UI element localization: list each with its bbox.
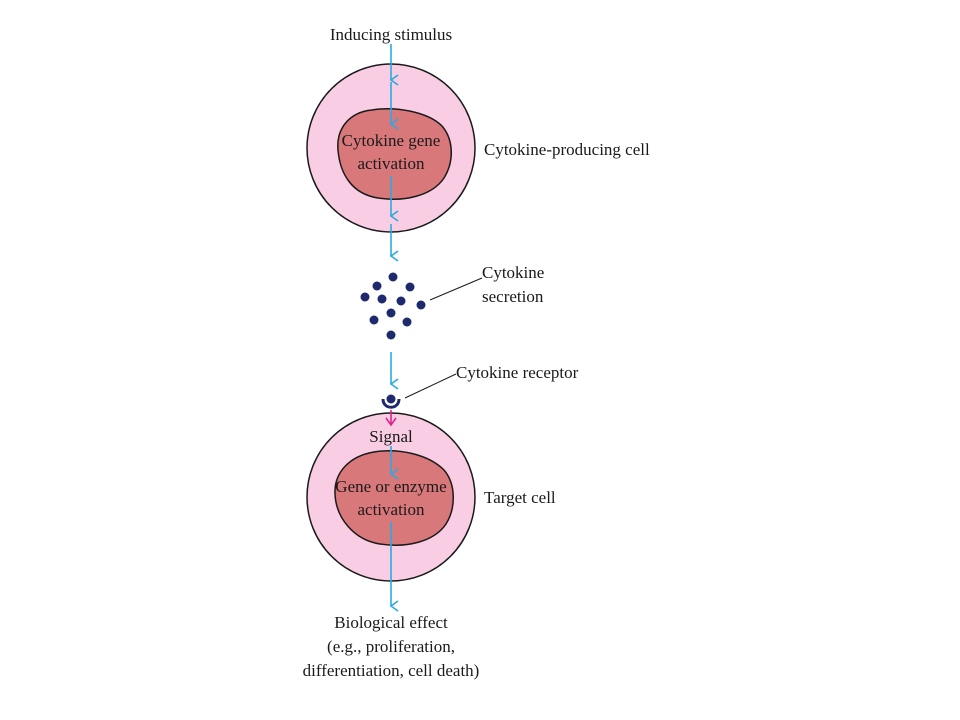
gene-activation-label-line1: Cytokine gene xyxy=(342,131,441,150)
cytokine-dot xyxy=(402,317,412,327)
stimulus-label: Inducing stimulus xyxy=(330,25,452,44)
signal-label: Signal xyxy=(369,427,413,446)
secretion-label-line2: secretion xyxy=(482,287,544,306)
producing-cell-label: Cytokine-producing cell xyxy=(484,140,650,159)
cytokine-receptor xyxy=(381,394,401,409)
signal-arrow xyxy=(385,410,397,427)
cytokine-dot xyxy=(369,315,379,325)
gene-activation-label-line2: activation xyxy=(357,154,425,173)
cytokine-dot xyxy=(372,281,382,291)
cytokine-dot xyxy=(386,330,396,340)
target-cell-nucleus xyxy=(334,450,454,546)
effect-label-line3: differentiation, cell death) xyxy=(303,661,480,680)
receptor-label: Cytokine receptor xyxy=(456,363,579,382)
receptor-leader-line xyxy=(404,373,457,399)
effect-label-line1: Biological effect xyxy=(334,613,448,632)
effect-label-line2: (e.g., proliferation, xyxy=(327,637,455,656)
cytokine-dot xyxy=(377,294,387,304)
cytokine-dot xyxy=(416,300,426,310)
producing-cell-nucleus xyxy=(337,108,452,200)
target-cell-label: Target cell xyxy=(484,488,556,507)
cytokine-dot xyxy=(360,292,370,302)
cytokine-dot xyxy=(405,282,415,292)
secretion-leader-line xyxy=(429,277,483,301)
cytokine-dot xyxy=(386,308,396,318)
cytokine-dots xyxy=(360,272,426,340)
cytokine-dot xyxy=(388,272,398,282)
target-activation-label-line2: activation xyxy=(357,500,425,519)
cytokine-dot xyxy=(396,296,406,306)
secretion-label-line1: Cytokine xyxy=(482,263,544,282)
target-activation-label-line1: Gene or enzyme xyxy=(335,477,446,496)
